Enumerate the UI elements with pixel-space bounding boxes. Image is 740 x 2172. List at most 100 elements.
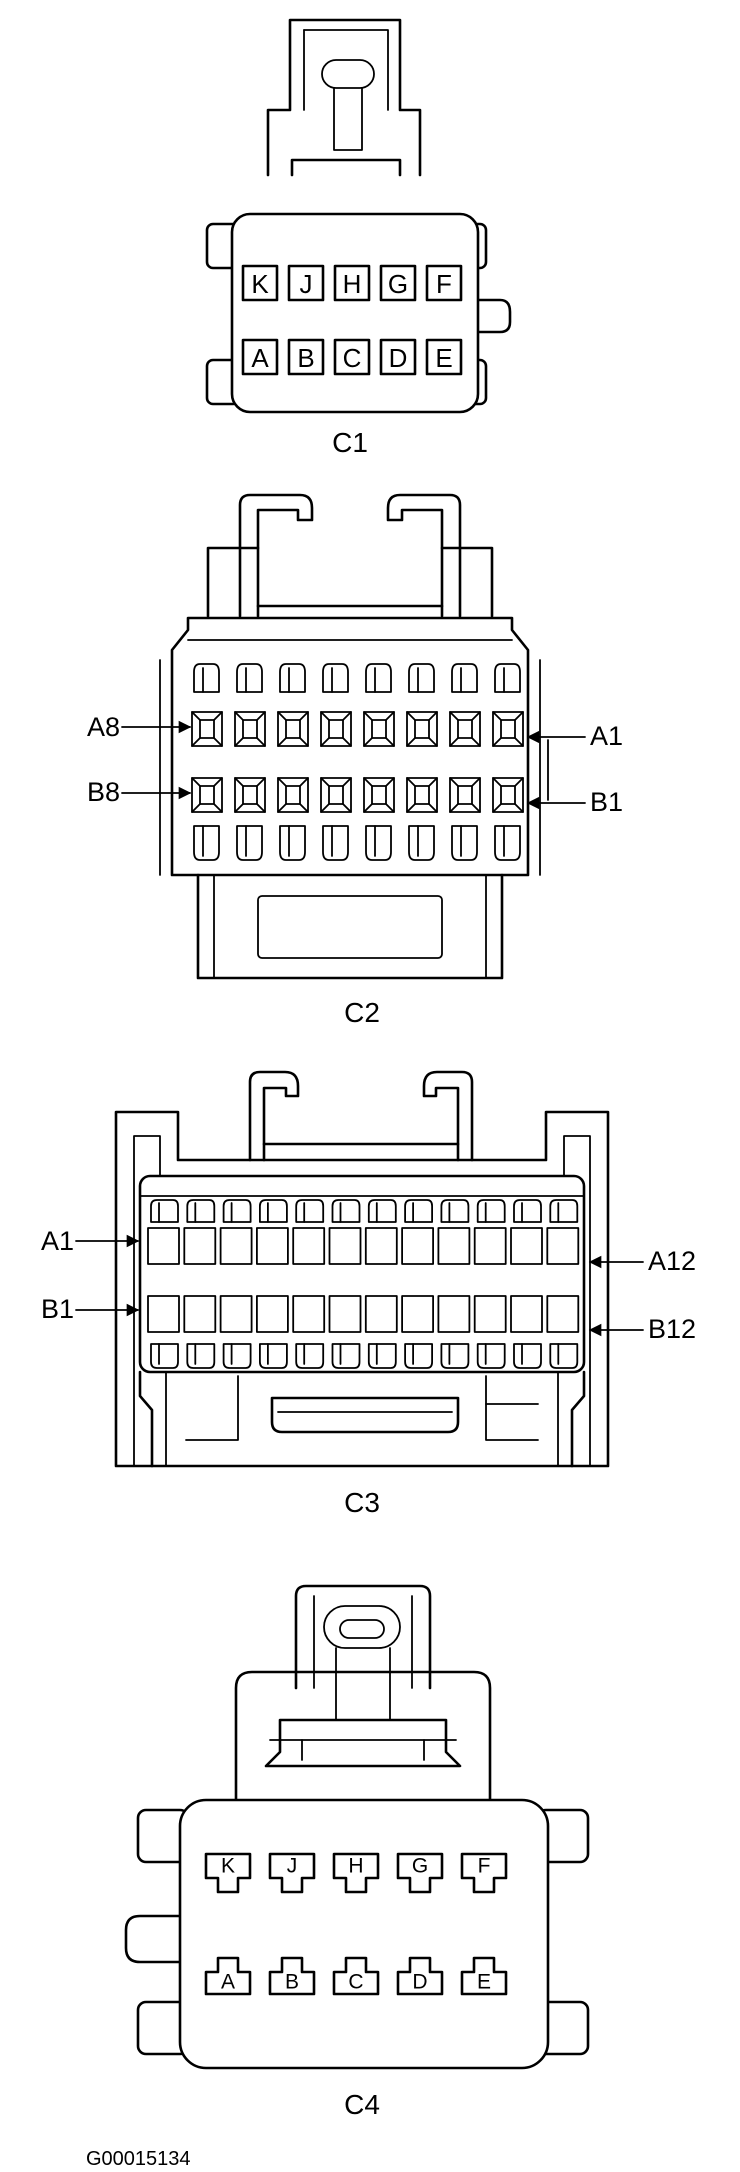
c3-row-b-cavity: [183, 1295, 217, 1333]
c3-lower-slot: [295, 1343, 325, 1369]
c3-row-a-cavity: [401, 1227, 435, 1265]
c2-lower-slot: [451, 825, 478, 861]
c3-upper-slot: [186, 1199, 216, 1223]
c3-upper-slot: [404, 1199, 433, 1223]
c1-pin-label: D: [389, 343, 408, 373]
c3-lower-slot: [440, 1343, 470, 1369]
c2-row-b-cavity: [449, 777, 481, 813]
c3-row-a-cavity: [510, 1227, 543, 1265]
c2-lower-slot: [494, 825, 521, 861]
c4-pin-g: G: [396, 1852, 444, 1894]
c3-lower-slot: [331, 1343, 361, 1369]
c4-pin-label: E: [477, 1971, 491, 1994]
c1-pin-d: D: [379, 338, 417, 376]
c1-pin-label: F: [436, 269, 452, 299]
c3-lower-slot: [549, 1343, 579, 1369]
c2-upper-slot: [451, 663, 478, 693]
c2-row-b-cavity: [492, 777, 524, 813]
c2-row-b-cavity: [406, 777, 438, 813]
c1-pin-label: E: [435, 343, 452, 373]
c2-row-a-cavity: [191, 711, 223, 747]
c3-lower-slot: [186, 1343, 216, 1369]
c3-upper-slot: [476, 1199, 506, 1223]
c3-upper-slot: [331, 1199, 361, 1223]
c1-pin-k: K: [241, 264, 279, 302]
c4-pin-label: B: [285, 1971, 299, 1994]
c4-pin-d: D: [396, 1956, 444, 1996]
c1-pin-c: C: [333, 338, 371, 376]
c2-row-b-cavity: [277, 777, 309, 813]
c1-pin-e: E: [425, 338, 463, 376]
c3-row-b-cavity: [401, 1295, 435, 1333]
c3-row-b-right-label: B12: [648, 1314, 696, 1344]
c2-row-a-cavity: [492, 711, 524, 747]
c3-upper-slot: [440, 1199, 470, 1223]
c2-row-b-cavity: [191, 777, 223, 813]
c3-lower-slot: [367, 1343, 397, 1369]
c3-row-a-cavity: [546, 1227, 580, 1265]
c4-pin-label: D: [412, 1971, 427, 1994]
c1-pin-label: B: [297, 343, 314, 373]
c2-lower-slot: [408, 825, 435, 861]
c1-pin-label: H: [343, 269, 362, 299]
c2-lower-slot: [365, 825, 392, 861]
c1-pin-a: A: [241, 338, 279, 376]
c3-row-a-right-label: A12: [648, 1246, 696, 1276]
c2-row-b-right-label: B1: [590, 787, 623, 817]
connector-c3: [114, 1070, 610, 1468]
c4-caption: C4: [344, 2089, 380, 2120]
c3-lower-slot: [259, 1343, 288, 1369]
c3-upper-slot: [367, 1199, 397, 1223]
c3-row-a-cavity: [219, 1227, 253, 1265]
c1-pin-h: H: [333, 264, 371, 302]
c3-row-a-cavity: [364, 1227, 398, 1265]
c3-row-a-cavity: [292, 1227, 326, 1265]
c3-upper-slot: [222, 1199, 252, 1223]
c3-lower-slot: [476, 1343, 506, 1369]
c3-frame: [114, 1110, 610, 1468]
c2-row-a-cavity: [363, 711, 395, 747]
c2-row-b-cavity: [320, 777, 352, 813]
c4-pin-j: J: [268, 1852, 316, 1894]
c3-lower-slot: [150, 1343, 179, 1369]
c3-row-a-cavity: [147, 1227, 180, 1265]
c2-row-a-cavity: [277, 711, 309, 747]
c1-pin-label: A: [251, 343, 269, 373]
c1-pin-j: J: [287, 264, 325, 302]
c3-row-a-cavity: [437, 1227, 471, 1265]
c2-lower-slot: [193, 825, 220, 861]
c2-lower-slot: [236, 825, 263, 861]
c1-pin-b: B: [287, 338, 325, 376]
c3-upper-slot: [150, 1199, 179, 1223]
c3-row-b-cavity: [328, 1295, 362, 1333]
c3-row-b-cavity: [437, 1295, 471, 1333]
c2-row-a-cavity: [320, 711, 352, 747]
c2-upper-slot: [279, 663, 306, 693]
c3-row-a-cavity: [328, 1227, 362, 1265]
c1-body: [230, 212, 480, 414]
c4-pin-c: C: [332, 1956, 380, 1996]
c4-pin-a: A: [204, 1956, 252, 1996]
c4-pin-label: C: [348, 1971, 363, 1994]
c2-upper-slot: [408, 663, 435, 693]
connector-c2: [159, 493, 549, 980]
c2-upper-slot: [322, 663, 349, 693]
c3-lower-slot: [513, 1343, 542, 1369]
c2-row-a-cavity: [234, 711, 266, 747]
c3-row-b-cavity: [473, 1295, 507, 1333]
c1-pin-label: J: [300, 269, 313, 299]
c4-pin-label: G: [412, 1855, 428, 1878]
c3-row-a-cavity: [473, 1227, 507, 1265]
c1-pin-label: K: [251, 269, 269, 299]
c2-upper-slot: [494, 663, 521, 693]
c3-upper-slot: [549, 1199, 579, 1223]
c4-pin-e: E: [460, 1956, 508, 1996]
c4-pin-f: F: [460, 1852, 508, 1894]
c1-pin-label: C: [343, 343, 362, 373]
c3-row-b-cavity: [546, 1295, 580, 1333]
c1-caption: C1: [332, 427, 368, 458]
c3-lower-slot: [404, 1343, 433, 1369]
c4-pin-label: K: [221, 1855, 235, 1878]
